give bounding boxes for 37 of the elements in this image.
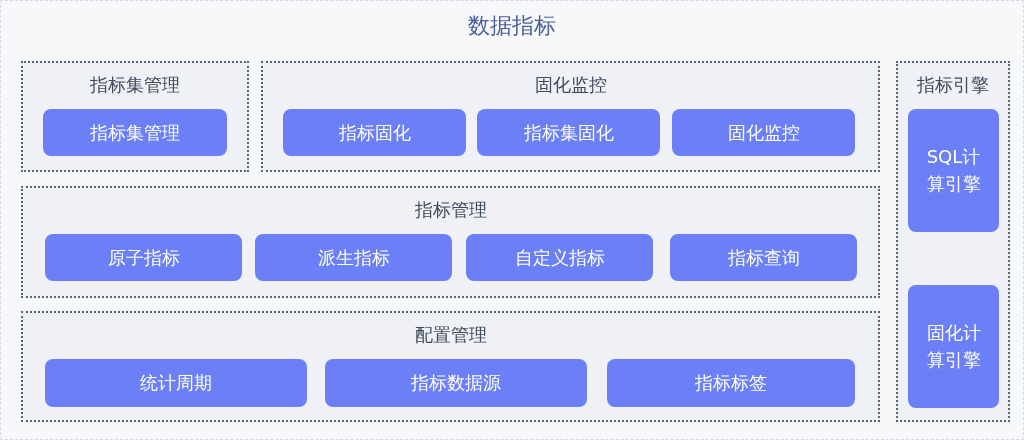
module-label: 指标标签 [695, 371, 767, 395]
module-label: 指标集固化 [523, 120, 614, 145]
module-label: 指标数据源 [411, 371, 501, 395]
group-title: 指标集管理 [89, 73, 181, 97]
module-box [255, 234, 452, 281]
group-panel [21, 61, 249, 172]
group-panel [261, 61, 880, 172]
module-label: 指标查询 [727, 245, 800, 270]
group-title: 指标管理 [413, 198, 488, 222]
module-label: 指标固化 [338, 120, 411, 145]
module-label: 统计周期 [140, 371, 212, 395]
group-panel [21, 311, 880, 422]
module-label: SQL计算引擎 [925, 145, 982, 196]
module-label: 派生指标 [317, 245, 390, 270]
module-box [45, 359, 307, 407]
group-panel [21, 186, 880, 298]
module-box [607, 359, 855, 407]
module-box [325, 359, 587, 407]
engine-box [908, 285, 999, 408]
module-box [672, 109, 855, 156]
module-label: 自定义指标 [514, 245, 605, 270]
module-box [283, 109, 466, 156]
module-label: 固化计算引擎 [925, 321, 982, 372]
module-label: 原子指标 [107, 245, 180, 270]
group-title: 指标引擎 [916, 73, 990, 97]
module-label: 固化监控 [727, 120, 800, 145]
group-title: 配置管理 [413, 323, 488, 347]
module-box [45, 234, 242, 281]
module-box [43, 109, 227, 156]
module-box [466, 234, 653, 281]
group-title: 固化监控 [533, 73, 608, 97]
group-panel [896, 61, 1010, 422]
module-box [477, 109, 660, 156]
module-label: 指标集管理 [90, 120, 180, 145]
group-title: 数据指标 [467, 12, 557, 40]
engine-box [908, 109, 999, 232]
module-box [670, 234, 857, 281]
